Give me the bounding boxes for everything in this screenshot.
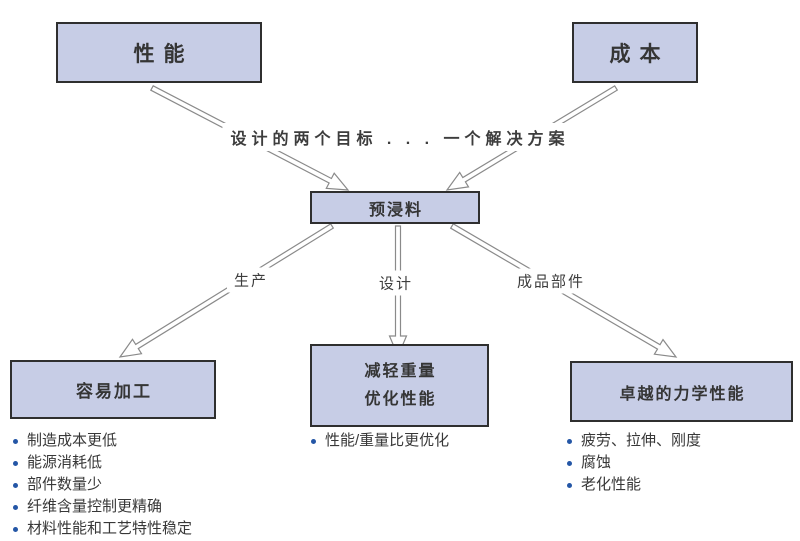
bullet-item: 制造成本更低 <box>8 430 192 452</box>
easy-processing-box: 容易加工 <box>10 360 216 419</box>
bullet-item: 性能/重量比更优化 <box>306 430 449 452</box>
bullet-item: 材料性能和工艺特性稳定 <box>8 518 192 540</box>
weight-performance-box-line1: 减轻重量 <box>364 362 437 380</box>
easy-processing-box-label: 容易加工 <box>76 382 152 401</box>
prepreg-box-label: 预浸料 <box>368 201 423 219</box>
design-goals-caption: 设计的两个目标 . . . 一个解决方案 <box>222 123 578 151</box>
branch-label-finished-parts: 成品部件 <box>509 268 593 294</box>
arrow-prepreg-to-easy-processing <box>118 223 335 358</box>
performance-box: 性能 <box>56 22 262 83</box>
cost-box-label: 成本 <box>609 42 670 66</box>
easy-processing-bullet-list: 制造成本更低能源消耗低部件数量少纤维含量控制更精确材料性能和工艺特性稳定 <box>8 430 192 540</box>
bullet-item: 部件数量少 <box>8 474 192 496</box>
bullet-item: 腐蚀 <box>562 452 701 474</box>
weight-performance-bullet-list: 性能/重量比更优化 <box>306 430 449 452</box>
branch-label-production: 生产 <box>226 267 276 293</box>
bullet-item: 老化性能 <box>562 474 701 496</box>
weight-performance-box: 减轻重量 优化性能 <box>310 344 489 427</box>
branch-label-design: 设计 <box>371 270 421 296</box>
bullet-item: 疲劳、拉伸、刚度 <box>562 430 701 452</box>
mechanical-bullet-list: 疲劳、拉伸、刚度腐蚀老化性能 <box>562 430 701 496</box>
cost-box: 成本 <box>572 22 698 83</box>
performance-box-label: 性能 <box>133 42 194 66</box>
mechanical-box: 卓越的力学性能 <box>570 361 793 422</box>
weight-performance-box-line2: 优化性能 <box>364 390 437 408</box>
bullet-item: 能源消耗低 <box>8 452 192 474</box>
bullet-item: 纤维含量控制更精确 <box>8 496 192 518</box>
prepreg-box: 预浸料 <box>310 191 480 224</box>
mechanical-box-label: 卓越的力学性能 <box>619 385 746 403</box>
